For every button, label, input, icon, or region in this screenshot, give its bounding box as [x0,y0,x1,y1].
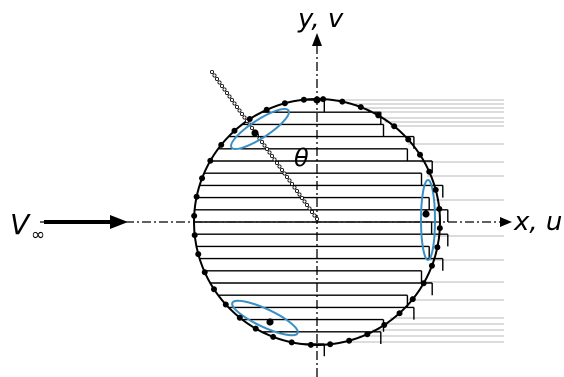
circle-point [195,251,202,258]
radial-dot [267,150,272,155]
radial-dot [227,94,232,99]
circle-point [436,205,443,212]
radial-dot [217,80,222,85]
control-points [191,96,443,348]
wake-lines [328,99,504,343]
radial-dot [284,174,289,179]
ellipse-point-lower [266,318,274,326]
circle-point [416,151,423,158]
circle-point [434,244,441,251]
circle-point [201,269,208,276]
circle-point [432,186,439,193]
x-axis-label: x, u [513,207,562,237]
circle-point [339,98,346,105]
radial-dot [234,105,239,110]
circle-point [193,193,200,200]
radial-dot [272,157,277,162]
top-point [313,96,321,104]
freestream-label: V [10,208,31,241]
circle-point [426,168,433,175]
y-axis-arrowhead [312,33,322,46]
ellipse-lower-left [231,299,299,337]
radial-dot [274,160,279,165]
radial-dot [224,91,229,96]
ellipse-upper-left [230,108,290,150]
circle-point [231,127,238,134]
radial-dot [269,153,274,158]
circle-point [375,112,382,119]
radial-dot [312,213,317,218]
circle-point [409,296,416,303]
circle-point [364,331,371,338]
radial-dot [314,216,319,221]
radial-dot [277,164,282,169]
radial-dot [287,178,292,183]
radial-dot [297,192,302,197]
circle-point [420,280,427,287]
radial-dot [242,115,247,120]
radial-dot [262,143,267,148]
circle-point [288,339,295,346]
radial-dot [264,146,269,151]
radial-dot [212,73,217,78]
circle-point [199,175,206,182]
circle-point [270,333,277,340]
circle-point [396,310,403,317]
radial-dot [249,126,254,131]
circle-point [218,141,225,148]
radial-dot [259,139,264,144]
circle-point [391,123,398,130]
circle-point [236,314,243,321]
radial-dot [302,199,307,204]
radial-dot [279,167,284,172]
circle-point [327,341,334,348]
circle-point [263,106,270,113]
circle-point [222,301,229,308]
radial-dot [219,84,224,89]
circle-point [405,136,412,143]
radial-dot [292,185,297,190]
radial-dot [307,206,312,211]
radial-dot [294,188,299,193]
radial-dot [239,112,244,117]
radial-dot [229,98,234,103]
freestream-arrowhead [110,215,128,229]
radial-dot [232,101,237,106]
ellipse-right [420,179,436,261]
circle-point [428,262,435,269]
ellipse-point-right [422,210,430,218]
radial-dot [309,209,314,214]
x-axis-arrowhead [500,217,512,227]
circle-point [436,225,443,232]
circle-point [211,286,218,293]
circle-point [346,337,353,344]
circle-point [207,157,214,164]
radial-dot [299,195,304,200]
circle-point [307,341,314,348]
angle-label: θ [294,144,309,172]
radial-dot [304,202,309,207]
circle-point [191,212,198,219]
circle-point [381,321,388,328]
radial-dot [282,171,287,176]
circle-point [281,100,288,107]
radial-dot [209,70,214,75]
radial-dot [289,181,294,186]
circle-point [191,232,198,239]
radial-dot [214,77,219,82]
y-axis-label: y, v [297,4,344,34]
circle-point [320,96,327,103]
circle-point [300,96,307,103]
freestream-subscript: ∞ [31,225,45,245]
radial-dot [222,87,227,92]
ellipse-point-upper [251,129,259,137]
circle-point [246,116,253,123]
circle-point [357,104,364,111]
radial-dot [237,108,242,113]
circle-point [252,325,259,332]
